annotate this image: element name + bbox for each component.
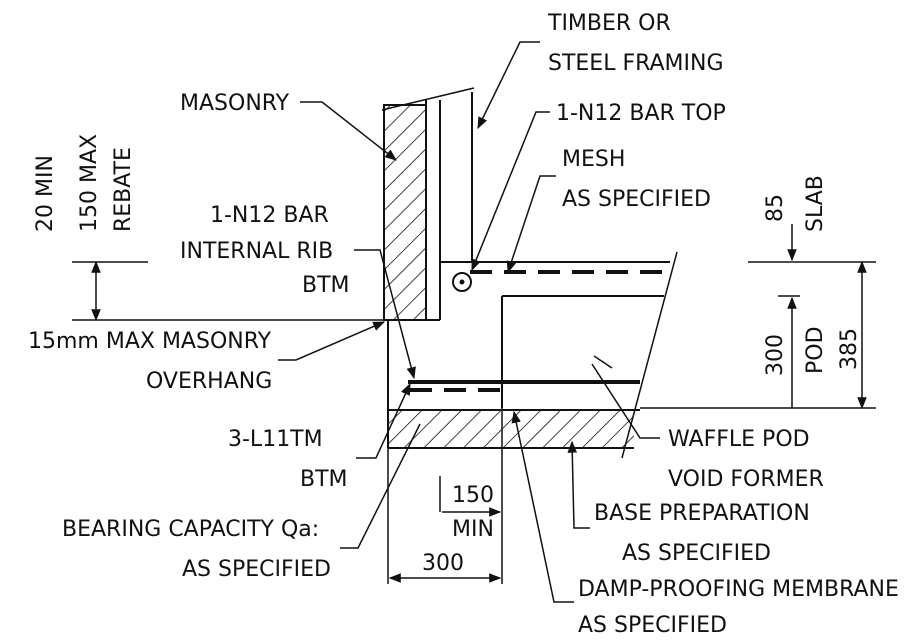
l11-label-1: 3-L11TM bbox=[228, 427, 323, 452]
waffle-label-2: VOID FORMER bbox=[668, 467, 824, 492]
base-label-1: BASE PREPARATION bbox=[594, 501, 810, 526]
damp-label-2: AS SPECIFIED bbox=[578, 613, 727, 638]
rib-label-1: 1-N12 BAR bbox=[210, 203, 329, 228]
pod-label: POD bbox=[803, 326, 828, 374]
l11-label-2: BTM bbox=[300, 467, 348, 492]
break-line-top bbox=[381, 87, 475, 111]
timber-label-2: STEEL FRAMING bbox=[548, 51, 724, 76]
waffle-label-1: WAFFLE POD bbox=[668, 427, 810, 452]
slab-beam-outline bbox=[387, 261, 664, 408]
rebate-label-1: 20 MIN bbox=[33, 155, 58, 232]
base-preparation-hatch bbox=[387, 408, 640, 449]
bearing-label-2: AS SPECIFIED bbox=[182, 557, 331, 582]
dim-85: 85 bbox=[763, 194, 788, 222]
timber-framing bbox=[471, 92, 670, 263]
rib-label-3: BTM bbox=[302, 273, 350, 298]
dim-300-pod: 300 bbox=[763, 334, 788, 376]
mesh-label-1: MESH bbox=[562, 147, 625, 172]
rib-label-2: INTERNAL RIB bbox=[180, 239, 333, 264]
mesh-label-2: AS SPECIFIED bbox=[562, 187, 711, 212]
masonry-label: MASONRY bbox=[180, 91, 290, 116]
slab-label: SLAB bbox=[803, 175, 828, 232]
masonry-wall bbox=[383, 100, 441, 321]
leader-lines bbox=[278, 41, 660, 603]
reinforcement bbox=[408, 270, 668, 392]
rebate-label-2: 150 MAX bbox=[77, 134, 102, 232]
dim-385: 385 bbox=[837, 328, 862, 370]
dim-300-beam: 300 bbox=[422, 551, 464, 576]
dim-150-min: MIN bbox=[452, 517, 494, 542]
overhang-label-1: 15mm MAX MASONRY bbox=[28, 329, 272, 354]
rebate-label-3: REBATE bbox=[111, 147, 136, 232]
bearing-label-1: BEARING CAPACITY Qa: bbox=[62, 517, 319, 542]
dimensions bbox=[72, 224, 876, 584]
labels: TIMBER OR STEEL FRAMING MASONRY 1-N12 BA… bbox=[28, 11, 899, 638]
timber-label-1: TIMBER OR bbox=[547, 11, 671, 36]
base-label-2: AS SPECIFIED bbox=[622, 541, 771, 566]
dim-150: 150 bbox=[452, 483, 494, 508]
bar-top-label: 1-N12 BAR TOP bbox=[556, 101, 726, 126]
overhang-label-2: OVERHANG bbox=[146, 369, 272, 394]
damp-label-1: DAMP-PROOFING MEMBRANE bbox=[578, 577, 899, 602]
